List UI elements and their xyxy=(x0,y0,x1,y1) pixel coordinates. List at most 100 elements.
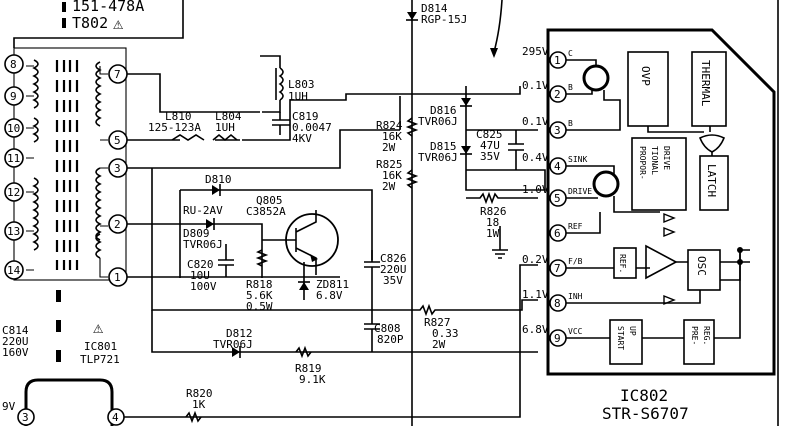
r825-ref: R825 xyxy=(376,158,403,171)
pin-1-label: 1 xyxy=(114,271,121,284)
r826-value: 18 xyxy=(486,216,499,229)
l803-ref: L803 xyxy=(288,78,315,91)
c825-ref: C825 xyxy=(476,128,503,141)
d815-value: TVR06J xyxy=(418,151,458,164)
c826-value: 220U xyxy=(380,263,407,276)
l810-inductor: L810 125-123A xyxy=(148,110,205,141)
transformer-ref: T802 xyxy=(72,14,108,32)
ic-pin-5-voltage: 1.0V xyxy=(522,183,549,196)
q805-ref: Q805 xyxy=(256,194,283,207)
c826-rating: 35V xyxy=(383,274,403,287)
ic-pin-1-voltage: 295V xyxy=(522,45,549,58)
r827-ref: R827 xyxy=(424,316,451,329)
ic-pin-9-num: 9 xyxy=(554,332,561,345)
pin-10-label: 10 xyxy=(7,122,20,135)
r818-power: 0.5W xyxy=(246,300,273,313)
ref-block: REF. xyxy=(618,254,627,273)
r825-power: 2W xyxy=(382,180,396,193)
d812-diode: D812 TVR06J xyxy=(213,327,253,358)
opto-pin-3-label: 3 xyxy=(22,411,29,424)
ic-pin-9-name: VCC xyxy=(568,327,583,336)
d816-ref: D816 xyxy=(430,104,457,117)
ic801-value: TLP721 xyxy=(80,353,120,366)
q805-value: C3852A xyxy=(246,205,286,218)
d812-ref: D812 xyxy=(226,327,253,340)
ic-pin-8-name: INH xyxy=(568,292,583,301)
pre-reg-line1: PRE- xyxy=(690,326,699,345)
left-supply-label: 9V xyxy=(2,400,16,413)
r819-value: 9.1K xyxy=(299,373,326,386)
zd811-zener: ZD811 6.8V xyxy=(262,262,349,302)
d810-value: RU-2AV xyxy=(183,204,223,217)
ic-pin-7-voltage: 0.2V xyxy=(522,253,549,266)
pin-11-label: 11 xyxy=(7,152,20,165)
ic801-warning-icon: ⚠ xyxy=(93,318,103,338)
pin-7-label: 7 xyxy=(114,68,121,81)
ic-pin-3-name: B xyxy=(568,119,573,128)
r820-value: 1K xyxy=(192,398,206,411)
c825-rating: 35V xyxy=(480,150,500,163)
d815-diode: D815 TVR06J xyxy=(418,140,472,164)
ic-pin-4-name: SINK xyxy=(568,155,587,164)
c814-value: 220U xyxy=(2,335,29,348)
d814-value: RGP-15J xyxy=(421,13,467,26)
d816-value: TVR06J xyxy=(418,115,458,128)
opto-pin-4-label: 4 xyxy=(112,411,119,424)
ic-pin-9-voltage: 6.8V xyxy=(522,323,549,336)
r827-resistor: R827 0.33 2W xyxy=(424,316,459,351)
start-up-line1: START xyxy=(616,326,625,350)
warning-icon: ⚠ xyxy=(113,14,123,34)
d812-value: TVR06J xyxy=(213,338,253,351)
c808-ref: C808 xyxy=(374,322,401,335)
r818-resistor: R818 5.6K 0.5W xyxy=(246,249,273,313)
transformer-right-pins: 7 5 3 2 1 xyxy=(108,64,128,287)
ic802-part: STR-S6707 xyxy=(602,404,689,423)
l810-value: 125-123A xyxy=(148,121,201,134)
ic-pin-5-num: 5 xyxy=(554,192,561,205)
c814-ref: C814 xyxy=(2,324,29,337)
ic-pin-1-name: C xyxy=(568,49,573,58)
osc-block: OSC xyxy=(695,256,708,276)
ic-pin-3-num: 3 xyxy=(554,124,561,137)
r819-resistor: R819 9.1K xyxy=(295,345,326,386)
ic801-ref: IC801 xyxy=(84,340,117,353)
pin-5-label: 5 xyxy=(114,134,121,147)
r820-resistor: R820 1K xyxy=(185,387,213,424)
c814-capacitor: C814 220U 160V xyxy=(2,324,29,359)
ic-pin-2-voltage: 0.1V xyxy=(522,79,549,92)
l810-ref: L810 xyxy=(165,110,192,123)
d816-diode: D816 TVR06J xyxy=(418,98,472,128)
thermal-block: THERMAL xyxy=(699,60,712,107)
q805-transistor: Q805 C3852A xyxy=(246,194,339,275)
pin-3-label: 3 xyxy=(114,162,121,175)
ic-pin-8-voltage: 1.1V xyxy=(522,288,549,301)
transformer-left-pins: 8 9 10 11 12 13 14 xyxy=(4,54,24,280)
d815-ref: D815 xyxy=(430,140,457,153)
ic-pin-7-name: F/B xyxy=(568,257,583,266)
transformer-header: 151-478A T802 ⚠ xyxy=(62,0,144,34)
l803-value: 1UH xyxy=(288,90,308,103)
prop-drive-line2: TIONAL xyxy=(650,146,659,175)
d810-diode: D810 RU-2AV xyxy=(183,173,232,217)
ic-pin-6-num: 6 xyxy=(554,227,561,240)
d809-ref: D809 xyxy=(183,227,210,240)
r825-value: 16K xyxy=(382,169,402,182)
l804-ref: L804 xyxy=(215,110,242,123)
r826-resistor: R826 18 1W xyxy=(466,191,538,240)
ic-pin-1-num: 1 xyxy=(554,54,561,67)
ic802-pins: 1 2 3 4 5 6 7 8 9 xyxy=(549,51,567,347)
r824-resistor: R824 16K 2W xyxy=(376,117,419,154)
r818-ref: R818 xyxy=(246,278,273,291)
zd811-value: 6.8V xyxy=(316,289,343,302)
ic-pin-2-num: 2 xyxy=(554,88,561,101)
c808-capacitor: C808 820P xyxy=(364,310,404,352)
d809-value: TVR06J xyxy=(183,238,223,251)
l804-value: 1UH xyxy=(215,121,235,134)
transformer-part-no: 151-478A xyxy=(72,0,144,15)
ic-pin-6-name: REF xyxy=(568,222,583,231)
ic802: IC802 STR-S6707 1 2 3 4 5 6 7 8 9 295V 0… xyxy=(522,28,776,423)
ic801-optocoupler: ⚠ IC801 TLP721 xyxy=(24,318,120,426)
c820-rating: 100V xyxy=(190,280,217,293)
pin-2-label: 2 xyxy=(114,218,121,231)
